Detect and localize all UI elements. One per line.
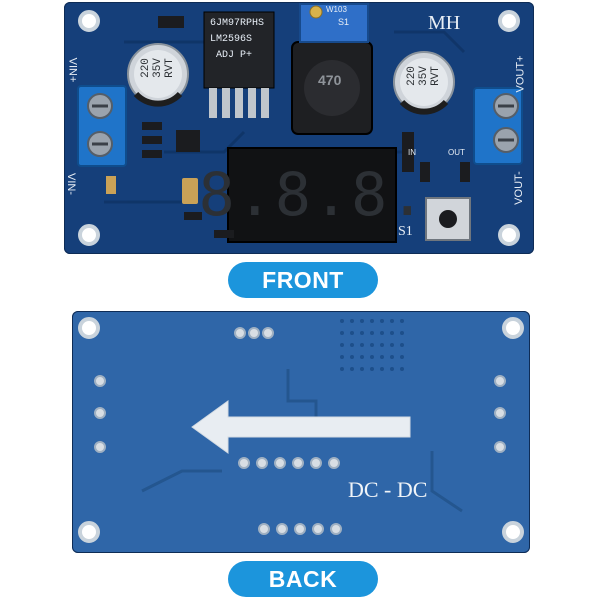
mounting-hole bbox=[498, 10, 520, 32]
vin-positive-label: VIN+ bbox=[66, 57, 79, 83]
display-digits: 8.8.8. bbox=[198, 160, 428, 230]
solder-pad bbox=[312, 523, 324, 535]
output-terminal-block bbox=[473, 87, 523, 165]
capacitor-right-series: RVT bbox=[430, 66, 442, 86]
brand-mark: MH bbox=[428, 12, 461, 34]
seven-segment-display bbox=[227, 147, 397, 243]
led-out-label: OUT bbox=[448, 148, 465, 157]
potentiometer-label: S1 bbox=[338, 17, 350, 27]
solder-pad bbox=[256, 457, 268, 469]
back-silkscreen: DC - DC bbox=[348, 477, 428, 502]
solder-pad bbox=[276, 523, 288, 535]
button-label: S1 bbox=[398, 224, 413, 239]
capacitor-left-marking: 220 35V RVT bbox=[140, 50, 176, 86]
potentiometer-marking: W103 bbox=[326, 5, 347, 14]
capacitor-left-voltage: 35V bbox=[152, 58, 164, 78]
inductor bbox=[291, 41, 373, 135]
solder-pad bbox=[274, 457, 286, 469]
input-terminal-block bbox=[77, 85, 127, 167]
ic-marking-line2: LM2596S bbox=[210, 34, 253, 45]
solder-pad bbox=[292, 457, 304, 469]
capacitor-right bbox=[393, 51, 455, 115]
mounting-hole bbox=[502, 317, 524, 339]
vout-positive-label: VOUT+ bbox=[514, 55, 527, 93]
ic-marking-line1: 6JM97RPHS bbox=[210, 18, 265, 29]
vout-negative-label: VOUT- bbox=[512, 171, 525, 205]
solder-pad bbox=[494, 375, 506, 387]
mounting-hole bbox=[78, 317, 100, 339]
led-in-label: IN bbox=[408, 148, 416, 157]
potentiometer bbox=[299, 3, 369, 43]
capacitor-right-voltage: 35V bbox=[418, 66, 430, 86]
vin-negative-label: VIN- bbox=[65, 173, 77, 195]
solder-pad bbox=[94, 441, 106, 453]
pcb-back-art bbox=[141, 319, 463, 513]
solder-pad bbox=[294, 523, 306, 535]
capacitor-right-value: 220 bbox=[406, 66, 418, 86]
capacitor-right-marking: 220 35V RVT bbox=[406, 58, 442, 94]
pcb-front: 6JM97RPHS LM2596S ADJ P+ 220 35V RVT 220… bbox=[64, 2, 534, 254]
arrow-left-icon bbox=[191, 400, 411, 454]
back-label: BACK bbox=[228, 561, 378, 597]
mounting-hole bbox=[498, 224, 520, 246]
capacitor-left-series: RVT bbox=[164, 58, 176, 78]
capacitor-left-value: 220 bbox=[140, 58, 152, 78]
ic-marking-line3: ADJ P+ bbox=[216, 50, 253, 61]
solder-pad bbox=[258, 523, 270, 535]
solder-pad bbox=[330, 523, 342, 535]
solder-pad bbox=[94, 407, 106, 419]
tactile-button bbox=[425, 197, 471, 241]
solder-pad bbox=[248, 327, 260, 339]
capacitor-left bbox=[127, 43, 189, 107]
inductor-marking: 470 bbox=[318, 72, 342, 88]
solder-pad bbox=[494, 441, 506, 453]
solder-pad bbox=[494, 407, 506, 419]
pcb-front-art bbox=[77, 3, 523, 243]
regulator-ic bbox=[203, 11, 275, 118]
solder-pad bbox=[94, 375, 106, 387]
solder-pad bbox=[328, 457, 340, 469]
mounting-hole bbox=[78, 10, 100, 32]
solder-pad bbox=[262, 327, 274, 339]
pcb-back: DC - DC bbox=[72, 311, 530, 553]
mounting-hole bbox=[78, 521, 100, 543]
mounting-hole bbox=[502, 521, 524, 543]
front-label: FRONT bbox=[228, 262, 378, 298]
solder-pad bbox=[234, 327, 246, 339]
mounting-hole bbox=[78, 224, 100, 246]
solder-pad bbox=[238, 457, 250, 469]
solder-pad bbox=[310, 457, 322, 469]
